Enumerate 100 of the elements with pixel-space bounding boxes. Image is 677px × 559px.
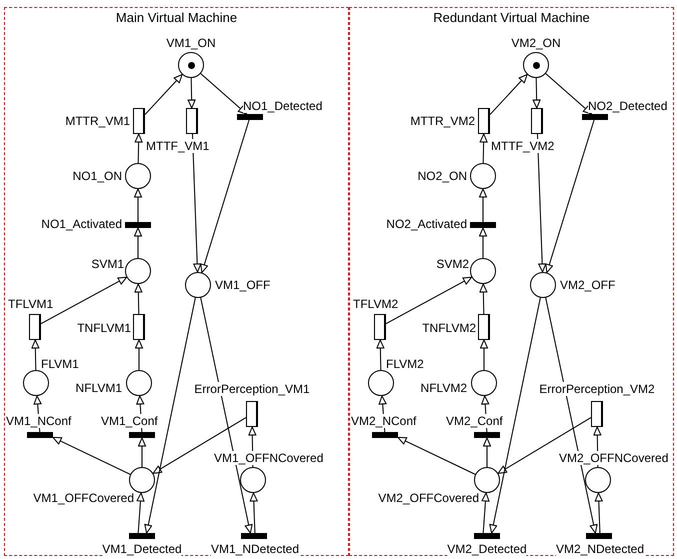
arc-arrow xyxy=(248,426,256,468)
transition-label: TNFLVM2 xyxy=(422,321,476,335)
place-label: VM1_OFFNCovered xyxy=(214,451,324,465)
arc-arrow xyxy=(490,74,528,116)
arc-arrow xyxy=(480,340,488,370)
arc-arrow xyxy=(480,134,488,164)
arc-arrow xyxy=(532,78,541,108)
transition-label: VM1_NDetected xyxy=(210,542,300,556)
timed-transition xyxy=(478,108,490,134)
arc-arrow xyxy=(398,436,476,475)
transition-label: ErrorPerception_VM2 xyxy=(539,382,655,396)
immediate-transition xyxy=(474,432,500,438)
transition-label: MTTF_VM1 xyxy=(146,139,210,153)
arc-arrow xyxy=(594,492,603,534)
arc-arrow xyxy=(489,297,541,534)
arc-arrow xyxy=(536,134,546,272)
immediate-transition xyxy=(586,533,612,539)
arc-arrow xyxy=(138,438,146,468)
arc-arrow xyxy=(593,426,602,468)
arc-arrow xyxy=(376,340,384,370)
place-label: VM1_OFFCovered xyxy=(33,491,134,505)
immediate-transition xyxy=(129,533,155,539)
timed-transition xyxy=(133,314,145,340)
transition-label: NO2_Activated xyxy=(386,217,467,231)
arc-arrow xyxy=(144,297,196,534)
immediate-transition xyxy=(372,432,398,438)
timed-transition xyxy=(186,108,198,134)
place-label: VM2_OFFCovered xyxy=(378,491,479,505)
arc-arrow xyxy=(40,276,128,324)
place-label: VM1_ON xyxy=(166,36,216,50)
transition-label: ErrorPerception_VM1 xyxy=(194,382,310,396)
place-label: VM2_OFFNCovered xyxy=(559,451,668,465)
place-label: FLVM1 xyxy=(41,357,79,371)
transition-label: MTTF_VM2 xyxy=(491,139,554,153)
arc-arrow xyxy=(34,395,42,432)
arc-arrow xyxy=(200,73,248,114)
place-label: VM1_OFF xyxy=(215,278,270,292)
dashed-frame xyxy=(4,7,349,556)
timed-transition xyxy=(531,108,543,134)
place-label: NFLVM1 xyxy=(76,381,122,395)
arc-arrow xyxy=(134,188,142,222)
arc-arrow xyxy=(152,417,246,474)
arc-arrow xyxy=(192,134,202,272)
immediate-transition xyxy=(474,533,500,539)
arc-arrow xyxy=(498,417,592,474)
place-label: NFLVM2 xyxy=(420,381,467,395)
place-label: VM2_OFF xyxy=(560,278,616,292)
timed-transition xyxy=(591,401,603,427)
arc-arrow xyxy=(200,297,253,534)
timed-transition xyxy=(374,314,386,340)
place-label: VM2_ON xyxy=(511,36,561,50)
place-label: SVM1 xyxy=(91,257,124,271)
transition-label: VM2_Conf xyxy=(446,414,503,428)
arc-arrow xyxy=(479,284,488,314)
transition-label: TNFLVM1 xyxy=(77,321,131,335)
place-label: FLVM2 xyxy=(386,357,424,371)
immediate-transition xyxy=(129,432,155,438)
transition-label: TFLVM1 xyxy=(8,297,54,311)
arc-arrow xyxy=(144,74,183,116)
transition-label: VM1_Conf xyxy=(101,414,158,428)
arc-arrow xyxy=(31,340,40,370)
transition-label: NO1_Detected xyxy=(243,99,322,113)
arc-arrow xyxy=(250,492,258,534)
arc-arrow xyxy=(386,276,472,324)
frame-title: Main Virtual Machine xyxy=(114,10,238,26)
arc-arrow xyxy=(136,492,144,534)
place-label: SVM2 xyxy=(436,257,469,271)
arc-arrow xyxy=(481,395,490,432)
transition-label: MTTR_VM2 xyxy=(410,114,475,128)
immediate-transition xyxy=(470,222,496,228)
arc-arrow xyxy=(545,297,598,534)
place-label: NO1_ON xyxy=(72,169,122,183)
transition-label: NO2_Detected xyxy=(588,99,668,113)
timed-transition xyxy=(29,314,41,340)
immediate-transition xyxy=(125,222,151,228)
transition-label: VM2_NDetected xyxy=(556,542,644,556)
arc-arrow xyxy=(134,228,142,258)
transition-label: TFLVM2 xyxy=(353,297,398,311)
arc-arrow xyxy=(188,78,196,108)
arc-arrow xyxy=(545,73,592,114)
arc-arrow xyxy=(479,188,487,222)
timed-transition xyxy=(133,108,145,134)
transition-label: VM1_NConf xyxy=(6,414,72,428)
dashed-frame xyxy=(349,7,674,556)
arc-arrow xyxy=(134,134,143,164)
arc-arrow xyxy=(200,120,250,274)
arc-arrow xyxy=(545,120,595,274)
immediate-transition xyxy=(27,432,53,438)
timed-transition xyxy=(246,401,258,427)
immediate-transition xyxy=(241,533,267,539)
arc-arrow xyxy=(483,438,491,468)
timed-transition xyxy=(478,314,490,340)
transition-label: NO1_Activated xyxy=(41,217,122,231)
transition-label: MTTR_VM1 xyxy=(65,114,130,128)
arc-arrow xyxy=(52,436,131,475)
transition-label: VM2_Detected xyxy=(447,542,527,556)
immediate-transition xyxy=(237,114,263,120)
arc-arrow xyxy=(479,228,487,258)
frame-title: Redundant Virtual Machine xyxy=(432,10,591,26)
arc-arrow xyxy=(135,340,143,370)
